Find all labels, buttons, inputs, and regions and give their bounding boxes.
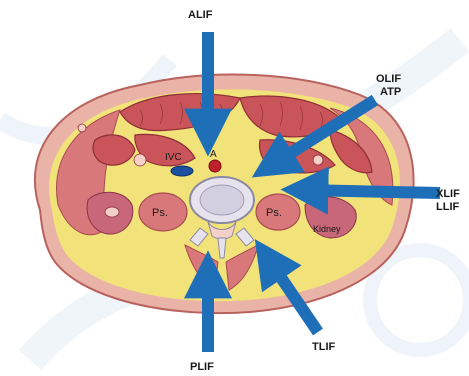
psoas-right-label: Ps. — [266, 207, 282, 219]
aorta-label: A — [210, 149, 217, 160]
tlif-label: TLIF — [312, 341, 335, 353]
spinous-process — [218, 238, 226, 258]
plif-label: PLIF — [190, 361, 214, 373]
ivc-label: IVC — [165, 152, 182, 163]
kidney-left-pelvis — [105, 207, 119, 217]
alif-label: ALIF — [188, 9, 213, 21]
xlif-arrow — [302, 190, 440, 193]
kidney-label: Kidney — [313, 224, 341, 234]
atp-label: ATP — [380, 86, 401, 98]
ivc-vessel — [171, 166, 193, 176]
olif-label: OLIF — [376, 73, 401, 85]
xlif-label: XLIF — [436, 188, 460, 200]
llif-label: LLIF — [436, 201, 459, 213]
aorta-vessel — [209, 160, 221, 172]
psoas-left-label: Ps. — [152, 207, 168, 219]
